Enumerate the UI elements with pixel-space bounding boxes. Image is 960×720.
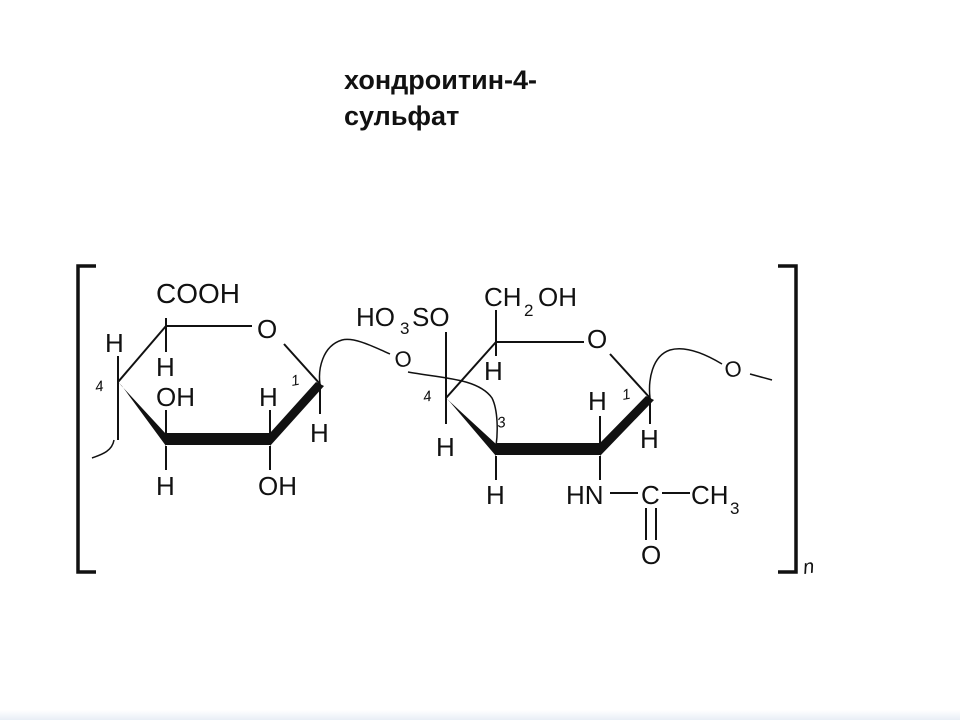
label-ch2oh-subscript-2: 2: [524, 301, 533, 320]
label-ring2-h-c2: H: [588, 386, 607, 416]
label-glycosidic-oxygen-1: O: [393, 345, 414, 373]
label-sulfate-subscript-3: 3: [400, 319, 409, 338]
label-acetyl-subscript-3: 3: [730, 499, 739, 518]
glucuronic-acid-ring: [91, 318, 391, 470]
label-acetyl-c: C: [641, 480, 660, 510]
label-ch2oh-ch: CH: [484, 282, 522, 312]
title-line-1: хондроитин-4-: [344, 65, 537, 95]
ring1-bold-bond-c3-c2: [166, 433, 270, 445]
label-ring2-number-4: 4: [422, 388, 433, 406]
label-ring1-number-4: 4: [94, 378, 105, 396]
glycosidic-bond-1-to-c3: [407, 371, 498, 447]
label-ring1-h-c5: H: [156, 352, 175, 382]
ring2-wedge-c2-c1: [600, 396, 654, 456]
label-sulfate-so: SO: [412, 302, 450, 332]
left-bracket: [76, 264, 96, 574]
label-ring1-oh-c3: OH: [156, 382, 195, 412]
label-cooh: COOH: [156, 278, 240, 309]
galactosamine-ring: [407, 310, 773, 540]
slide-title: хондроитин-4- сульфат: [344, 62, 537, 134]
glycosidic-bond-1: [318, 338, 391, 385]
label-repeat-n: n: [802, 556, 816, 579]
ring2-bold-bond-c3-c2: [496, 443, 600, 455]
label-ring1-oxygen: O: [257, 314, 277, 344]
ring1-wedge-c2-c1: [270, 382, 324, 446]
label-acetyl-hn: HN: [566, 480, 604, 510]
label-acetyl-oxygen: O: [641, 540, 661, 570]
label-ring1-h-c3-down: H: [156, 471, 175, 501]
ring1-bond-c4-c5: [117, 325, 167, 383]
slide-bottom-band: [0, 710, 960, 720]
label-ring2-h-c4: H: [436, 432, 455, 462]
glycosidic-bond-2: [648, 348, 723, 399]
label-ring1-h-c1: H: [310, 418, 329, 448]
ring1-bond-o-c1: [283, 343, 321, 385]
glycosidic-bond-2-tail: [749, 373, 773, 381]
label-sulfate-ho: HO: [356, 302, 395, 332]
label-ring1-h-c2: H: [259, 382, 278, 412]
ring2-bond-c4-c5: [445, 341, 497, 399]
ring2-bond-o-c1: [609, 353, 651, 399]
label-ring2-h-c3: H: [486, 480, 505, 510]
label-ring2-number-3: 3: [496, 414, 508, 432]
label-glycosidic-oxygen-2: O: [723, 355, 744, 383]
label-ring2-number-1: 1: [621, 386, 632, 404]
label-ring1-number-1: 1: [290, 372, 301, 390]
title-line-2: сульфат: [344, 101, 460, 131]
label-ring2-h-c1: H: [640, 424, 659, 454]
label-ring1-oh-c2: OH: [258, 471, 297, 501]
label-ring2-oxygen: O: [587, 324, 607, 354]
label-ring2-h-c5: H: [484, 356, 503, 386]
ring1-left-link-bond: [91, 439, 115, 459]
label-acetyl-ch: CH: [691, 480, 729, 510]
right-bracket: [778, 264, 798, 574]
label-ch2oh-oh: OH: [538, 282, 577, 312]
label-ring1-h-c4: H: [105, 328, 124, 358]
